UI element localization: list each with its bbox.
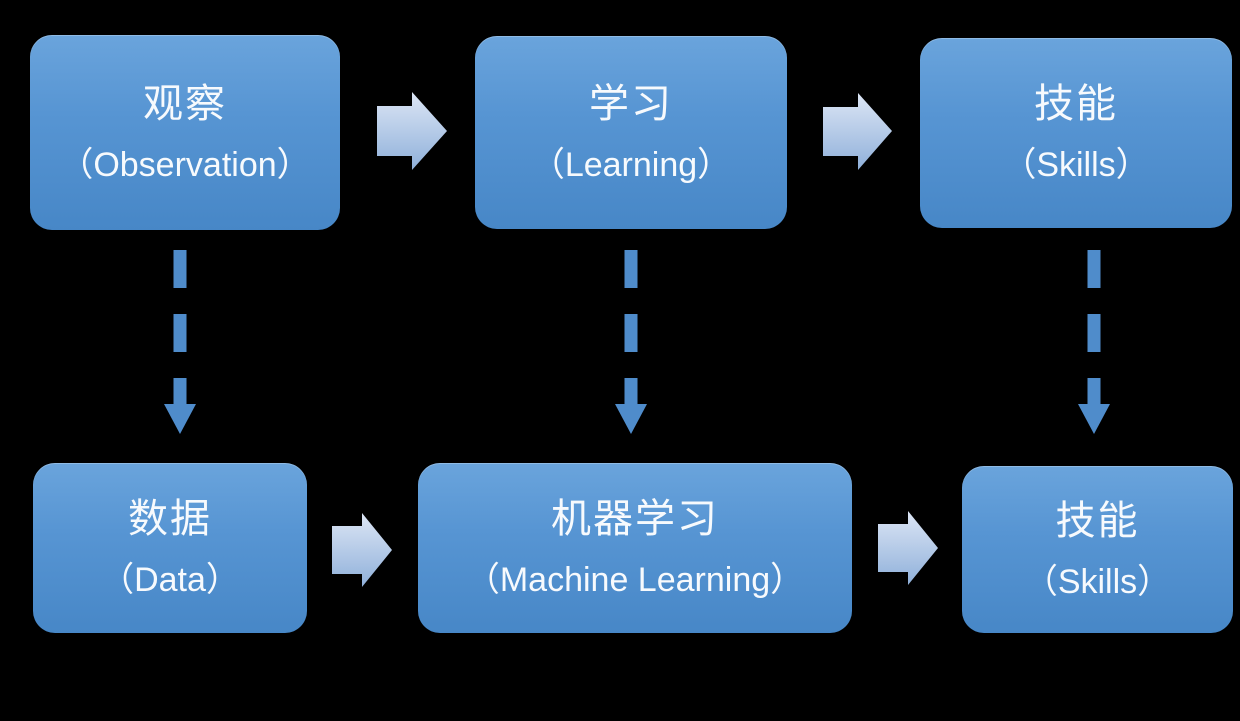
arrow-data-to-machine-learning-icon <box>332 513 392 587</box>
node-data: 数据 （Data） <box>33 463 307 633</box>
node-data-label-en: （Data） <box>100 561 240 599</box>
dashed-arrow-skills-to-skills-icon <box>1078 250 1110 434</box>
node-learning-label-en: （Learning） <box>530 145 732 184</box>
node-skills-bottom-label-en: （Skills） <box>1023 562 1172 601</box>
node-machine-learning: 机器学习 （Machine Learning） <box>418 463 852 633</box>
node-skills-top-label-en: （Skills） <box>1002 146 1150 184</box>
node-skills-top: 技能 （Skills） <box>920 38 1232 228</box>
node-learning-label-zh: 学习 <box>589 81 673 126</box>
dashed-arrow-observation-to-data-icon <box>164 250 196 434</box>
node-skills-top-label-zh: 技能 <box>1034 82 1118 126</box>
dashed-arrow-learning-to-machine-learning-icon <box>615 250 647 434</box>
node-skills-bottom-label-zh: 技能 <box>1055 498 1140 543</box>
arrow-learning-to-skills-icon <box>823 93 892 170</box>
node-observation-label-zh: 观察 <box>143 81 227 126</box>
node-machine-learning-label-en: （Machine Learning） <box>465 561 805 599</box>
node-learning: 学习 （Learning） <box>475 36 787 229</box>
node-skills-bottom: 技能 （Skills） <box>962 466 1233 633</box>
node-machine-learning-label-zh: 机器学习 <box>551 497 719 541</box>
arrow-machine-learning-to-skills-icon <box>878 511 938 585</box>
node-observation: 观察 （Observation） <box>30 35 340 230</box>
node-data-label-zh: 数据 <box>128 497 212 541</box>
arrow-observation-to-learning-icon <box>377 92 447 170</box>
node-observation-label-en: （Observation） <box>59 145 311 184</box>
